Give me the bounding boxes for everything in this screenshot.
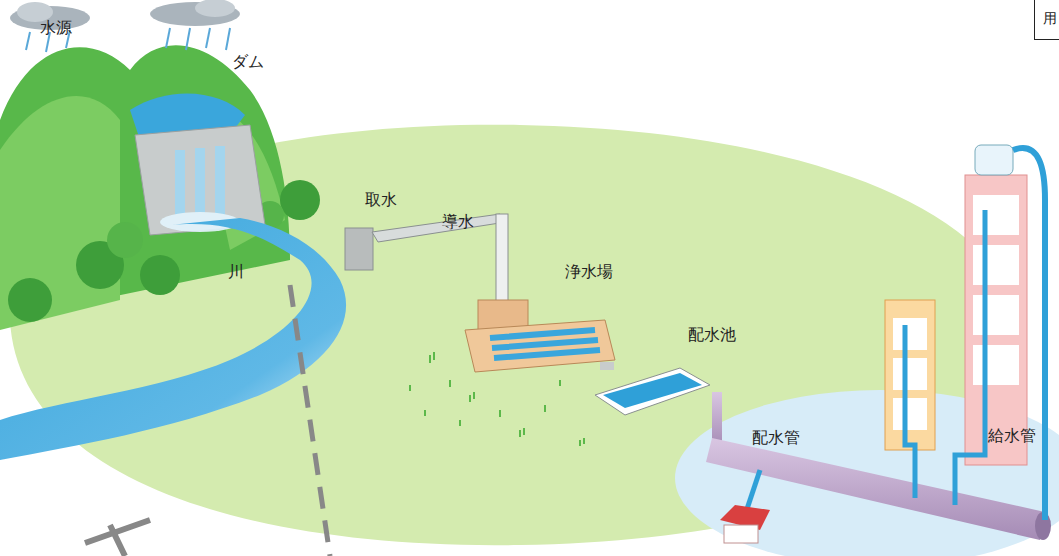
treatment-plant: [465, 300, 615, 372]
intake-label: 取水: [365, 190, 397, 209]
buildings: [885, 145, 1045, 520]
dam-label: ダム: [232, 52, 264, 71]
water-source-label: 水源: [40, 18, 72, 37]
cross-mark: [85, 520, 150, 556]
intake-conduit: [345, 214, 508, 314]
reservoir-label: 配水池: [688, 325, 736, 344]
distribution-reservoir: [595, 362, 722, 447]
rain-clouds: [10, 0, 240, 52]
dam: [135, 125, 265, 235]
house: [720, 505, 770, 543]
river-label: 川: [228, 262, 244, 281]
conduit-label: 導水: [442, 212, 474, 231]
main-pipe-label: 配水管: [752, 428, 800, 447]
grass-marks: [410, 352, 584, 446]
dam-waterfall: [160, 146, 240, 232]
note-text: 用: [1043, 10, 1057, 27]
mountains: [0, 45, 320, 330]
service-pipe-label: 給水管: [988, 426, 1036, 445]
service-pipes: [745, 210, 985, 515]
dashed-line: [290, 285, 330, 556]
plant-label: 浄水場: [565, 262, 613, 281]
note-box: 用: [1034, 0, 1059, 40]
river: [0, 218, 346, 460]
